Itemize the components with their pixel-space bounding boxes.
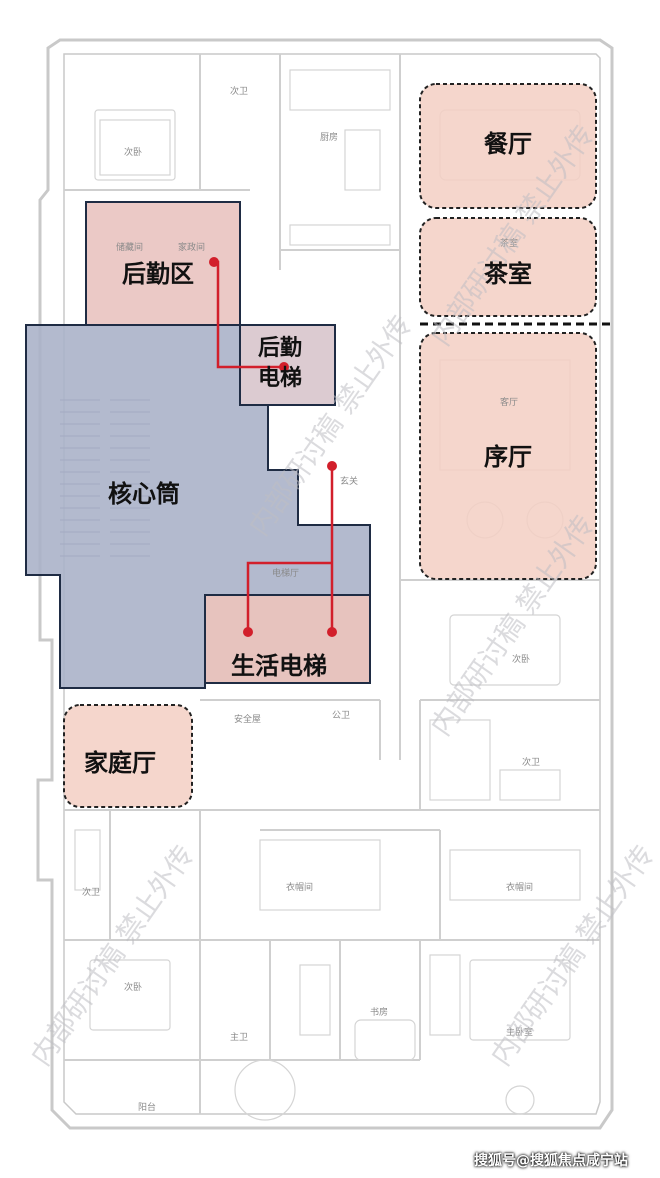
life-route	[246, 466, 334, 632]
room-label-bath-tl: 次卫	[230, 87, 249, 97]
room-label-study: 书房	[370, 1008, 389, 1018]
zone-label-tea-room: 茶室	[484, 260, 532, 288]
room-label-xuanguan: 玄关	[340, 477, 359, 487]
room-label-tea-small: 茶室	[500, 239, 519, 249]
room-label-storage: 储藏间	[116, 243, 144, 253]
zone-label-family-hall: 家庭厅	[84, 749, 156, 777]
life-elevator-zone	[204, 594, 371, 684]
zone-label-dining: 餐厅	[484, 130, 532, 158]
room-label-bath-ml: 次卫	[82, 888, 101, 898]
room-label-elevator-hall: 电梯厅	[272, 569, 300, 579]
room-label-walkin: 衣帽间	[506, 883, 534, 893]
room-label-bedroom-tl: 次卧	[124, 148, 143, 158]
room-label-kitchen: 厨房	[320, 133, 339, 143]
dining-zone	[419, 83, 597, 209]
zone-label-life-elevator: 生活电梯	[231, 652, 327, 680]
service-route-start-dot	[209, 257, 219, 267]
room-label-master-bath: 主卫	[230, 1033, 249, 1043]
life-route-right-dot	[327, 627, 337, 637]
family-hall-zone	[63, 704, 193, 808]
life-route-left-dot	[243, 627, 253, 637]
room-label-service: 家政间	[178, 243, 206, 253]
life-route-start-dot	[327, 461, 337, 471]
source-credit: 搜狐号@搜狐焦点咸宁站	[474, 1153, 628, 1169]
room-label-master-bedroom: 主卧室	[506, 1028, 534, 1038]
tea-room-zone	[419, 217, 597, 317]
zone-label-core: 核心筒	[108, 480, 180, 508]
room-label-balcony: 阳台	[138, 1103, 157, 1113]
room-label-living: 客厅	[500, 398, 519, 408]
service-route-end-dot	[279, 362, 289, 372]
zone-label-back-elevator: 后勤 电梯	[258, 336, 303, 391]
zone-label-back-service: 后勤区	[122, 260, 194, 288]
zone-label-foyer: 序厅	[484, 443, 532, 471]
room-label-closet: 衣帽间	[286, 883, 314, 893]
foyer-zone	[419, 332, 597, 580]
room-label-safe-room: 安全屋	[234, 715, 262, 725]
room-label-bath-mr: 次卫	[522, 758, 541, 768]
room-label-public-bath: 公卫	[332, 711, 351, 721]
room-label-bedroom-bl: 次卧	[124, 983, 143, 993]
room-label-bedroom-mr: 次卧	[512, 655, 531, 665]
